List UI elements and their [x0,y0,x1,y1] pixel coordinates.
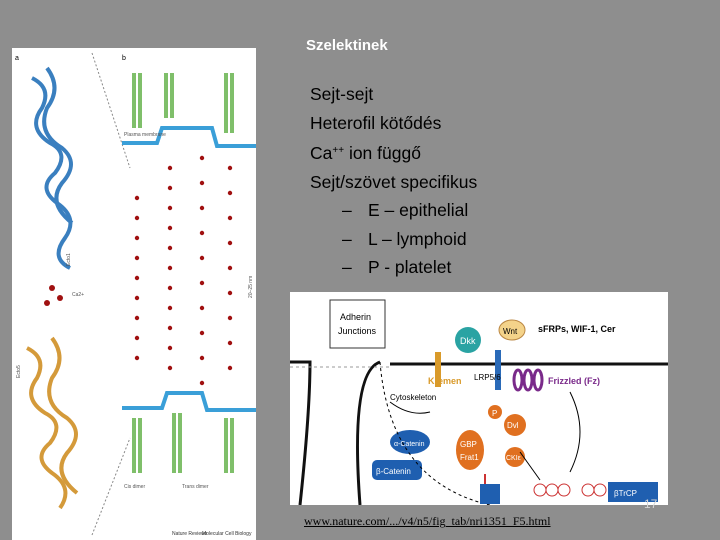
adherin-label: Adherin [340,312,371,322]
wnt-pathway-figure: Adherin Junctions Dkk Wnt sFRPs, WIF-1, … [290,292,668,505]
lrp-receptor [495,350,501,390]
panel-b-label: b [122,55,126,62]
betatrcp-label: βTrCP [614,489,637,498]
ecto5-label: Ecto5 [16,365,22,378]
kremen-label: Kremen [428,376,462,386]
alpha-catenin-label: α-Catenin [394,441,425,448]
cadherin-figure: a b Ecto1 Ca2+ Ecto5 Plasma membra [12,48,256,540]
source-link[interactable]: www.nature.com/.../v4/n5/fig_tab/nri1351… [304,514,551,529]
axin-node [480,484,500,504]
bullet-item-ion: Ca++ ion függő [310,137,477,168]
plasma-membrane-bottom [122,393,256,410]
bullet-item: Sejt-sejt [310,80,477,109]
gbp-frat-node [456,430,484,470]
lrp-label: LRP5/6 [474,373,501,382]
sub-bullet-item: –L – lymphoid [310,225,477,254]
protein-ribbon-blue [32,68,72,268]
cytoskeleton-label: Cytoskeleton [390,393,436,402]
ecto1-label: Ecto1 [66,253,72,266]
cis-dimer-label: Cis dimer [124,484,145,490]
credit-subject: Molecular Cell Biology [202,531,252,537]
panel-a-label: a [15,55,19,62]
guide-line [92,53,130,168]
bullet-item: Sejt/szövet specifikus [310,168,477,197]
frizzled-label: Frizzled (Fz) [548,376,600,386]
slide-number: 17 [644,497,657,511]
plasma-membrane-label: Plasma membrane [124,132,166,138]
cki-label: CKIε [506,455,521,462]
sfrps-label: sFRPs, WIF-1, Cer [538,324,616,334]
cadherin-diagram: a b Ecto1 Ca2+ Ecto5 Plasma membra [12,48,256,540]
ca-label: Ca2+ [72,292,84,298]
frat-label: Frat1 [460,453,479,462]
gbp-label: GBP [460,440,477,449]
slide-title: Szelektinek [306,37,388,54]
protein-ribbon-orange [27,338,77,508]
wnt-label: Wnt [503,327,518,336]
dkk-label: Dkk [460,336,476,346]
sub-bullet-item: –E – epithelial [310,196,477,225]
trans-dimer-label: Trans dimer [182,484,209,490]
bullet-item: Heterofil kötődés [310,109,477,138]
sub-bullet-item: –P - platelet [310,253,477,282]
bullet-list: Sejt-sejt Heterofil kötődés Ca++ ion füg… [310,80,477,282]
junctions-label: Junctions [338,326,377,336]
phospho-label: P [492,409,497,418]
beta-catenin-label: β-Catenin [376,467,411,476]
calcium-ions [44,285,63,306]
dvl-label: Dvl [507,421,519,430]
adherin-box [330,300,385,348]
wnt-pathway-diagram: Adherin Junctions Dkk Wnt sFRPs, WIF-1, … [290,292,668,505]
size-label: 20–25 nm [248,276,254,298]
ectodomain-beads [135,156,232,385]
